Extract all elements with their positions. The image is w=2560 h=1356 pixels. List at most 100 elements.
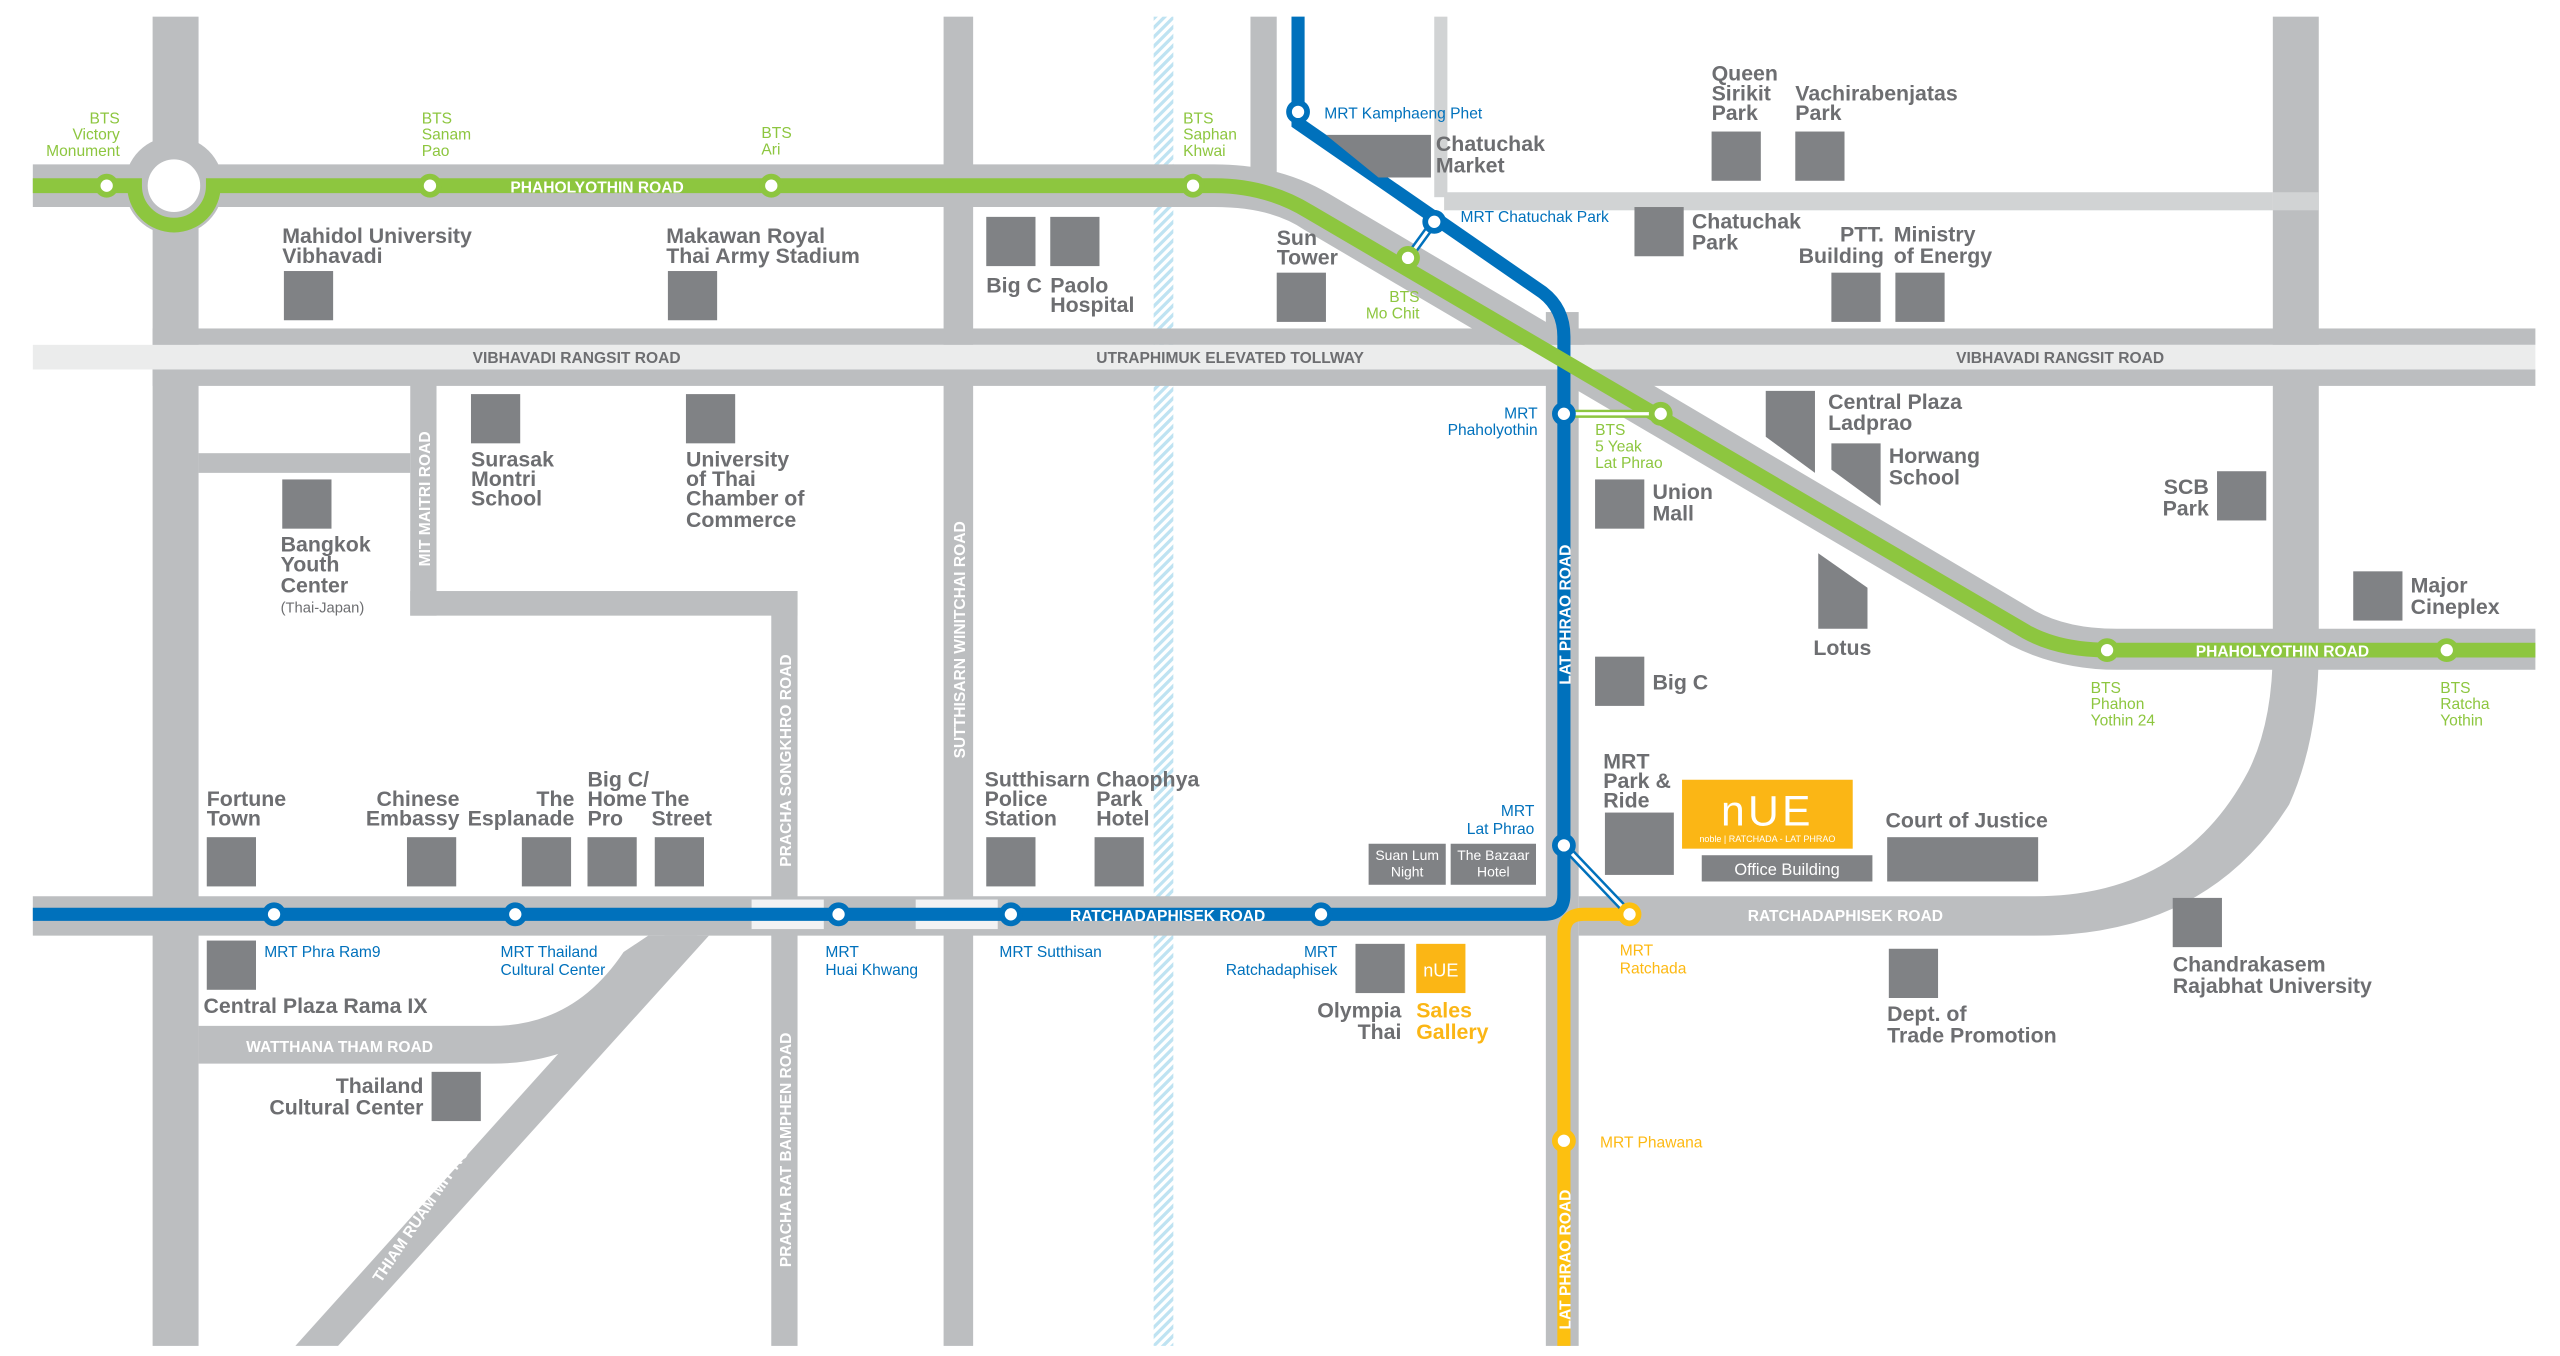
station-label: MRT Phra Ram9 [264, 944, 380, 961]
buildings [206, 131, 2403, 1122]
station-label: MRT Chatuchak Park [1461, 209, 1610, 226]
road-label: PRACHA RAT BAMPHEN ROAD [778, 1033, 795, 1268]
svg-text:nUE: nUE [1721, 788, 1814, 836]
station-bts-ratcha-yothin[interactable] [2434, 638, 2459, 662]
place-big-c: Big C [986, 273, 1042, 297]
nue-project-logo: nUE noble | RATCHADA - LAT PHRAO [1682, 779, 1853, 849]
station-mrt-lat-phrao[interactable] [1552, 833, 1576, 858]
sales-gallery-logo[interactable]: nUE [1416, 943, 1466, 994]
station-bts-victory[interactable] [94, 173, 119, 198]
road-label: PRACHA SONGKHRO ROAD [778, 654, 795, 866]
station-bts-ari[interactable] [759, 173, 784, 198]
station-mrt-kamphaeng-phet[interactable] [1286, 99, 1310, 124]
road-label: LAT PHRAO ROAD [1557, 545, 1574, 685]
office-building: Office Building [1701, 855, 1873, 882]
station-mrt-phra-ram9[interactable] [262, 902, 286, 927]
station-bts-sanam-pao[interactable] [418, 173, 442, 198]
road-label: WATTHANA THAM ROAD [246, 1039, 433, 1056]
road-label: SUTTHISARN WINITCHAI ROAD [952, 521, 969, 758]
mrt-yellow-line [1557, 907, 1630, 1346]
station-mrt-phaholyothin[interactable] [1552, 401, 1576, 426]
station-mrt-chatuchak-park[interactable] [1422, 209, 1447, 234]
station-bts-phahon-24[interactable] [2095, 638, 2119, 662]
mrt-blue-line [32, 16, 1571, 921]
station-bts-saphan-khwai[interactable] [1181, 173, 1205, 198]
station-mrt-ratchada[interactable] [1617, 902, 1642, 927]
svg-text:noble | RATCHADA - LAT PHRAO: noble | RATCHADA - LAT PHRAO [1699, 834, 1835, 844]
station-mrt-thailand-cc[interactable] [503, 902, 528, 927]
roads [32, 16, 2536, 1346]
station-mrt-sutthisan[interactable] [998, 902, 1023, 927]
road-label: MIT MAITRI ROAD [417, 431, 434, 566]
bts-stations [94, 173, 2459, 662]
station-label: MRT Kamphaeng Phet [1324, 105, 1483, 122]
road-label: THIAM RUAM MIT ROAD [370, 1126, 486, 1286]
road-label: LAT PHRAO ROAD [1557, 1190, 1574, 1330]
station-label: MRT Sutthisan [999, 944, 1101, 961]
road-label: VIBHAVADI RANGSIT ROAD [473, 350, 681, 367]
bts-green-line [32, 178, 2536, 658]
road-label: PHAHOLYOTHIN ROAD [2196, 644, 2369, 661]
station-bts-mo-chit[interactable] [1396, 246, 1420, 270]
place-court: Court of Justice [1886, 808, 2048, 832]
svg-text:nUE: nUE [1423, 961, 1458, 981]
station-mrt-huai-khwang[interactable] [826, 902, 851, 927]
station-mrt-ratchadaphisek[interactable] [1309, 902, 1333, 927]
road-label: UTRAPHIMUK ELEVATED TOLLWAY [1096, 350, 1364, 367]
road-label: RATCHADAPHISEK ROAD [1070, 908, 1265, 925]
place-rama9: Central Plaza Rama IX [203, 994, 428, 1018]
station-mrt-phawana[interactable] [1552, 1128, 1576, 1153]
station-bts-5-yeak[interactable] [1648, 401, 1673, 426]
place-ptt: PTT.Building [1799, 222, 1884, 267]
road-label: RATCHADAPHISEK ROAD [1748, 908, 1943, 925]
